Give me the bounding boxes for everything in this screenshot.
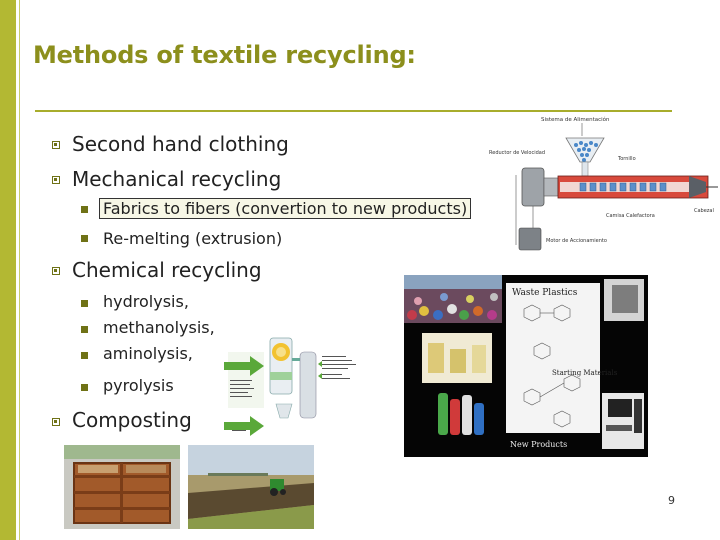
new-products-label: New Products xyxy=(510,440,567,449)
filled-square-bullet-icon xyxy=(81,326,88,333)
filled-square-bullet-icon xyxy=(81,235,88,242)
sub-bullet-text: hydrolysis, xyxy=(103,292,189,311)
sub-bullet-text: methanolysis, xyxy=(103,318,215,337)
hollow-square-bullet-icon xyxy=(52,267,60,275)
bullet-text: Composting xyxy=(72,408,192,432)
heating-label: Camisa Calefactora xyxy=(606,213,655,219)
extruder-diagram: Sistema de Alimentación Reductor de Velo… xyxy=(489,116,718,251)
filled-square-bullet-icon xyxy=(81,206,88,213)
starting-materials-label: Starting Materials xyxy=(552,369,618,377)
bullet-text: Second hand clothing xyxy=(72,132,289,156)
chemical-recycling-collage: Waste Plastics Starting Materials New Pr… xyxy=(404,275,648,457)
bullet-text: Mechanical recycling xyxy=(72,167,282,191)
filled-square-bullet-icon xyxy=(81,300,88,307)
sub-bullet-text: aminolysis, xyxy=(103,344,193,363)
sub-bullet-text: pyrolysis xyxy=(103,376,174,395)
motor-label: Motor de Accionamiento xyxy=(546,238,607,244)
sidebar-divider xyxy=(19,0,20,540)
chemical-process-diagram xyxy=(224,324,380,436)
reducer-label: Reductor de Velocidad xyxy=(489,150,545,156)
filled-square-bullet-icon xyxy=(81,384,88,391)
compost-field-tractor-photo xyxy=(188,445,314,529)
title-underline xyxy=(35,110,672,112)
slide-title: Methods of textile recycling: xyxy=(33,41,416,69)
hollow-square-bullet-icon xyxy=(52,176,60,184)
sub-bullet-text-highlighted: Fabrics to fibers (convertion to new pro… xyxy=(99,198,472,219)
bullet-text: Chemical recycling xyxy=(72,258,262,282)
sub-bullet-text: Re-melting (extrusion) xyxy=(103,229,283,248)
compost-bin-photo xyxy=(64,445,180,529)
screw-label: Tornillo xyxy=(617,156,636,162)
sidebar-accent-bar xyxy=(0,0,16,540)
filled-square-bullet-icon xyxy=(81,352,88,359)
head-label: Cabezal xyxy=(694,208,714,214)
waste-plastics-label: Waste Plastics xyxy=(512,288,578,298)
feed-label: Sistema de Alimentación xyxy=(541,116,610,123)
page-number: 9 xyxy=(668,494,675,507)
hollow-square-bullet-icon xyxy=(52,418,60,426)
hollow-square-bullet-icon xyxy=(52,141,60,149)
